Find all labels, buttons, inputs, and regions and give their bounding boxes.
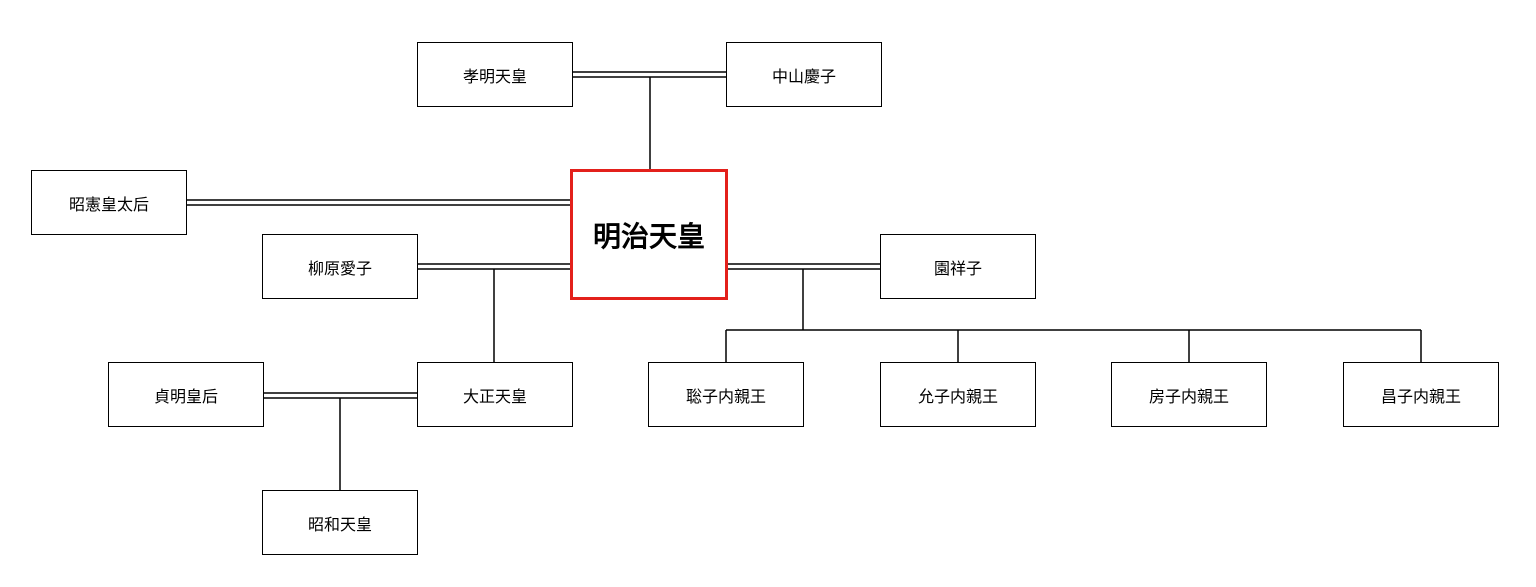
node-taisho: 大正天皇	[417, 362, 573, 427]
node-toshiko: 聡子内親王	[648, 362, 804, 427]
node-nobuko: 昌子内親王	[1343, 362, 1499, 427]
node-shoken: 昭憲皇太后	[31, 170, 187, 235]
node-sono: 園祥子	[880, 234, 1036, 299]
node-fusako: 房子内親王	[1111, 362, 1267, 427]
node-masako: 允子内親王	[880, 362, 1036, 427]
node-showa: 昭和天皇	[262, 490, 418, 555]
node-yanagihara: 柳原愛子	[262, 234, 418, 299]
node-meiji: 明治天皇	[570, 169, 728, 300]
node-nakayama: 中山慶子	[726, 42, 882, 107]
node-teimei: 貞明皇后	[108, 362, 264, 427]
node-komei: 孝明天皇	[417, 42, 573, 107]
